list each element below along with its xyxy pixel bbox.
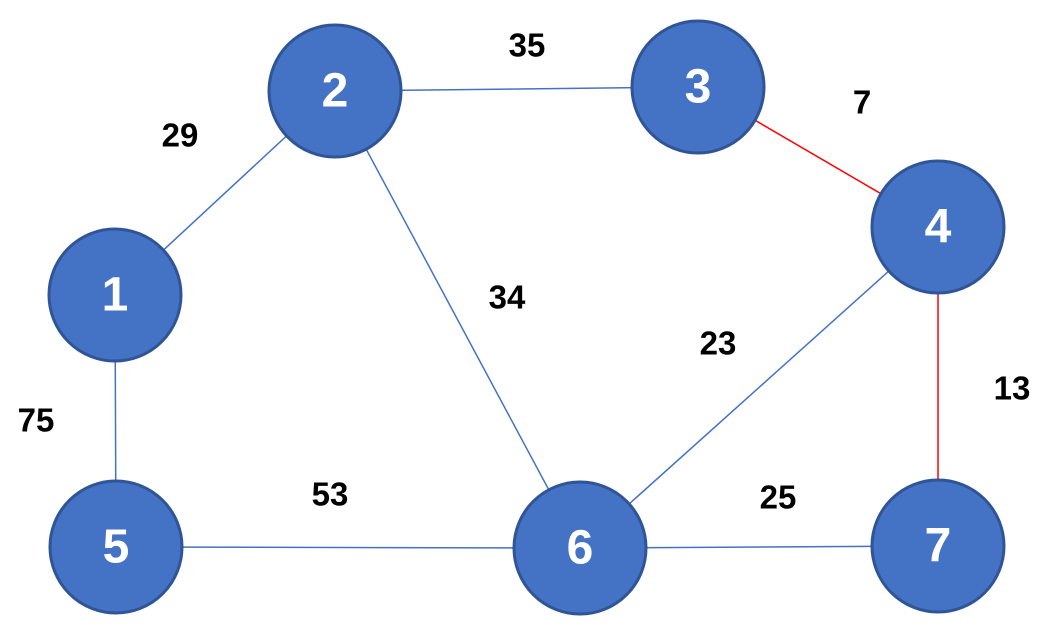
node-label-3: 3 [685,61,712,114]
node-circle-5[interactable] [48,479,184,615]
node-3[interactable]: 3 [630,19,766,155]
node-6[interactable]: 6 [512,480,648,616]
edge-weight-3-4: 7 [853,84,871,121]
node-circle-3[interactable] [630,19,766,155]
node-label-7: 7 [925,520,952,573]
node-label-6: 6 [567,522,594,575]
node-circle-4[interactable] [870,159,1006,295]
edge-weight-2-6: 34 [489,279,526,316]
node-label-1: 1 [102,269,129,322]
edge-weight-5-6: 53 [312,476,349,513]
edge-4-6[interactable] [579,226,939,549]
node-label-4: 4 [925,201,952,254]
node-7[interactable]: 7 [870,478,1006,614]
edge-5-6[interactable] [115,546,581,549]
edge-weight-1-2: 29 [162,117,199,154]
edge-2-6[interactable] [334,90,581,549]
node-label-2: 2 [322,65,349,118]
node-4[interactable]: 4 [870,159,1006,295]
node-label-5: 5 [103,521,130,574]
edge-weight-4-7: 13 [994,370,1031,407]
node-2[interactable]: 2 [267,23,403,159]
edge-weight-1-5: 75 [18,402,55,439]
node-circle-1[interactable] [47,227,183,363]
node-circle-2[interactable] [267,23,403,159]
node-5[interactable]: 5 [48,479,184,615]
edge-weight-4-6: 23 [700,325,737,362]
edge-weight-2-3: 35 [509,27,546,64]
edge-weight-6-7: 25 [760,479,797,516]
node-circle-6[interactable] [512,480,648,616]
node-circle-7[interactable] [870,478,1006,614]
node-1[interactable]: 1 [47,227,183,363]
